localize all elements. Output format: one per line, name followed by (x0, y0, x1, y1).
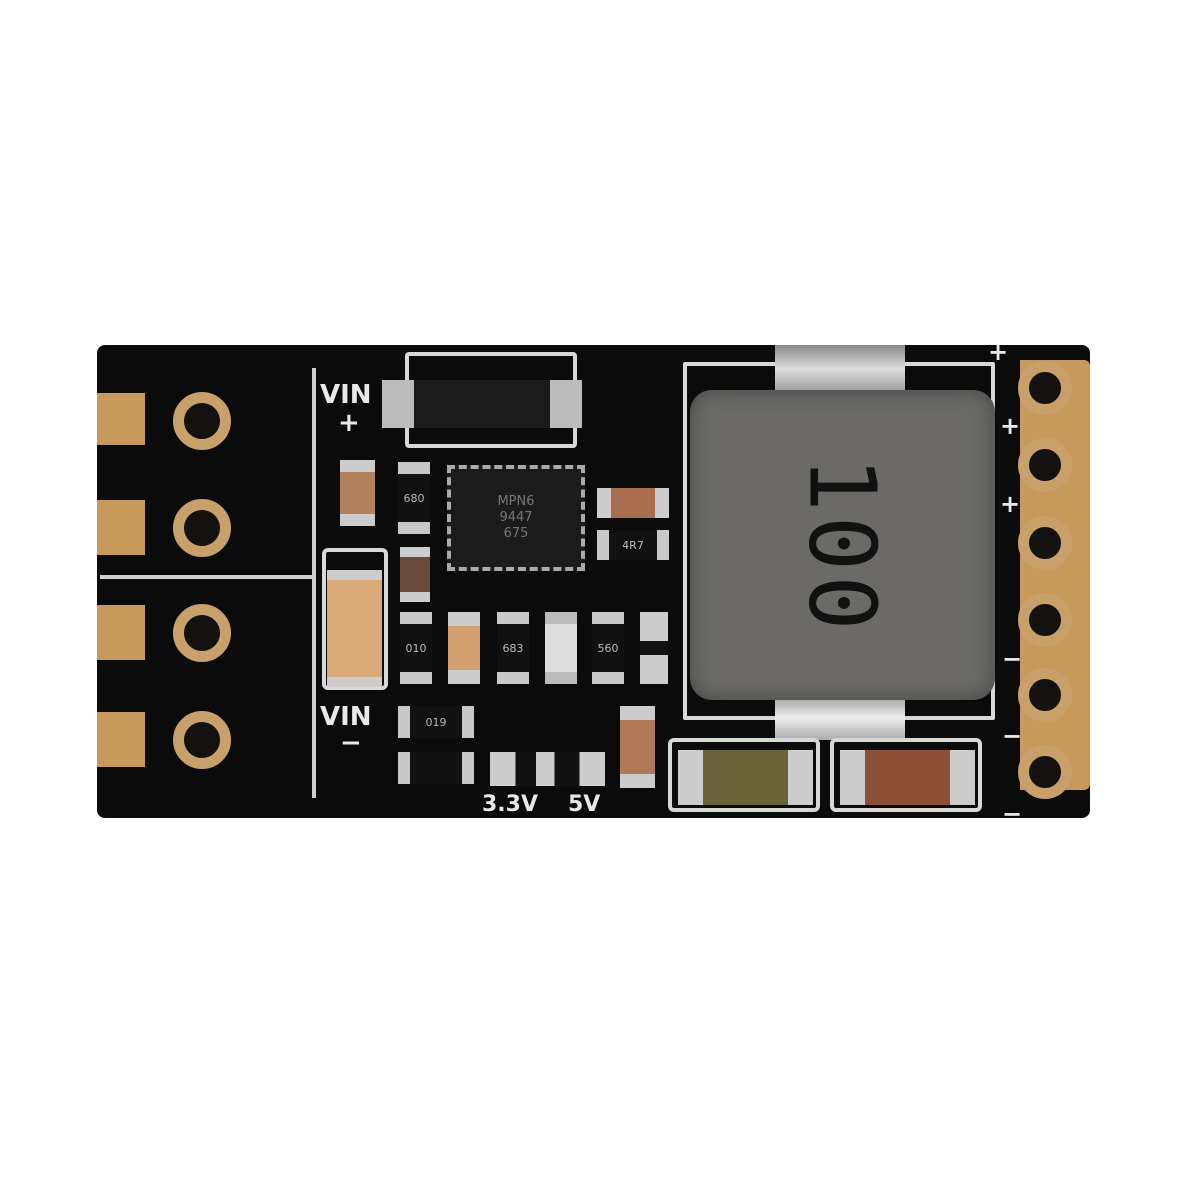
schottky-diode (382, 380, 582, 428)
capacitor (620, 706, 655, 788)
resistor: 019 (398, 706, 474, 738)
resistor (398, 752, 474, 784)
output-via-ring (1018, 668, 1072, 722)
capacitor (400, 547, 430, 602)
capacitor (448, 612, 480, 684)
output-sign: + (988, 338, 1009, 366)
output-sign: − (1002, 800, 1023, 828)
capacitor-outline (668, 738, 820, 812)
input-capacitor (327, 570, 382, 687)
regulator-ic: MPN6 9447 675 (447, 465, 585, 571)
input-pad (97, 500, 145, 555)
output-via-ring (1018, 516, 1072, 570)
capacitor (597, 488, 669, 518)
capacitor (340, 460, 375, 526)
output-sign: + (1000, 412, 1021, 440)
output-via-ring (1018, 438, 1072, 492)
power-inductor: 100 (690, 390, 995, 700)
output-sign: − (1002, 722, 1023, 750)
resistor: 680 (398, 462, 430, 534)
output-via-ring (1018, 361, 1072, 415)
input-via-ring (173, 392, 231, 450)
resistor: 010 (400, 612, 432, 684)
input-pad (97, 712, 145, 767)
vin-positive-label: VIN (320, 380, 372, 410)
input-via-ring (173, 499, 231, 557)
output-via-ring (1018, 593, 1072, 647)
ic-marking: 9447 (499, 510, 533, 525)
resistor: 560 (592, 612, 624, 684)
capacitor (545, 612, 577, 684)
ic-marking: 675 (503, 526, 529, 541)
input-via-ring (173, 711, 231, 769)
3v3-label: 3.3V (482, 792, 538, 817)
resistor: 683 (497, 612, 529, 684)
output-sign: + (1000, 490, 1021, 518)
output-capacitor (840, 750, 975, 805)
5v-label: 5V (568, 792, 601, 817)
input-pad (97, 605, 145, 660)
input-pad (97, 393, 145, 445)
silk-divider (100, 575, 315, 579)
output-via-ring (1018, 745, 1072, 799)
capacitor-outline (322, 548, 388, 690)
input-via-ring (173, 604, 231, 662)
resistor: 4R7 (597, 530, 669, 560)
output-pad-strip (1020, 360, 1090, 790)
silk-divider (312, 368, 316, 798)
inductor-clip-top (775, 345, 905, 393)
vin-positive-sign: + (338, 408, 360, 438)
ic-marking: MPN6 (497, 494, 535, 509)
capacitor-outline (830, 738, 982, 812)
output-sign: − (1002, 645, 1023, 673)
inductor-clip-bottom (775, 695, 905, 740)
vin-negative-sign: − (340, 728, 362, 758)
vin-negative-label: VIN (320, 702, 372, 732)
solder-pads (640, 612, 668, 684)
output-capacitor (678, 750, 813, 805)
inductor-marking: 100 (788, 455, 896, 635)
voltage-select-jumper (490, 752, 605, 786)
